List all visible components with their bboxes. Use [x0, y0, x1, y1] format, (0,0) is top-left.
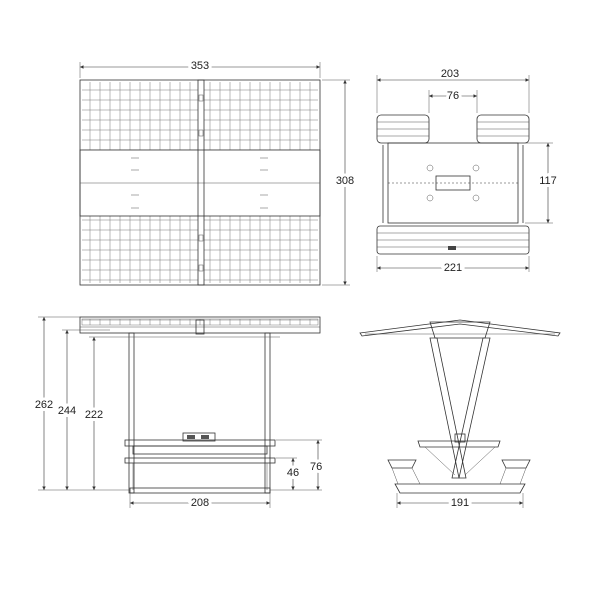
leg-left: [429, 337, 467, 479]
dim-label-208: 208: [191, 497, 209, 509]
dim-label-353: 353: [191, 60, 209, 72]
dim-label-222: 222: [85, 409, 103, 421]
roof-bracket: [195, 319, 205, 335]
seat-left: [387, 459, 417, 469]
dim-label-191: 191: [451, 497, 469, 509]
dim-label-117: 117: [539, 175, 557, 187]
base-beam: [129, 487, 271, 494]
dim-label-76-elev: 76: [310, 461, 322, 473]
dim-label-262: 262: [35, 399, 53, 411]
roof-wings: [359, 319, 561, 337]
side-table-top: [417, 440, 501, 448]
solar-panel-top-left: [82, 82, 198, 150]
dim-label-76-plan: 76: [447, 90, 459, 102]
dim-label-308: 308: [336, 175, 354, 187]
front-elevation: 262 244 222 76 46 208: [32, 316, 325, 512]
table-plan-view: 203 76 117 221: [376, 68, 560, 277]
dim-label-244: 244: [58, 405, 76, 417]
dim-label-203: 203: [441, 68, 459, 80]
dim-label-46: 46: [287, 467, 299, 479]
column-right: [264, 332, 271, 494]
top-view: 353 308: [79, 57, 357, 286]
table-outlet: [182, 432, 216, 442]
bench-front: [124, 457, 276, 464]
side-base: [394, 483, 526, 494]
side-elevation: 191: [359, 319, 561, 512]
seat-right: [501, 459, 531, 469]
leg-right: [451, 337, 491, 479]
solar-panel-bottom-left: [82, 216, 198, 283]
dim-label-221: 221: [444, 262, 462, 274]
solar-panel-bottom-right: [204, 216, 318, 283]
power-outlet: [435, 175, 471, 191]
solar-panel-top-right: [204, 82, 318, 150]
center-beam: [197, 79, 205, 286]
mount-markers: [131, 94, 268, 272]
